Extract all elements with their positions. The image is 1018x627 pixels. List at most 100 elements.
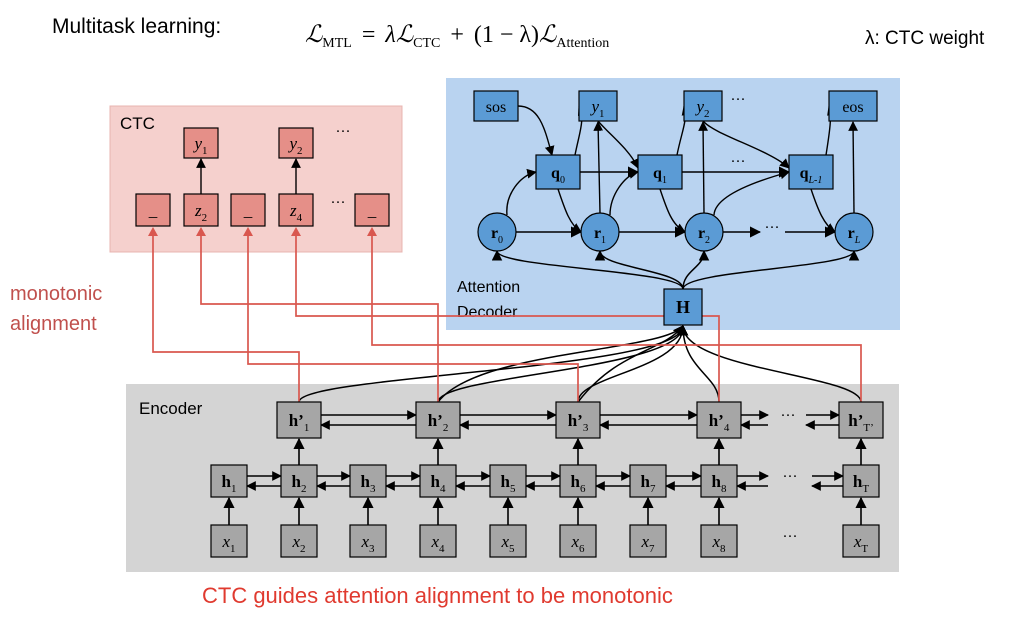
encoder-hprime-node [838,401,884,439]
hprime-ellipsis: ··· [781,408,796,424]
input-x-node [210,524,248,558]
ctc-symbol-node [183,193,219,227]
hprime-to-H-arrow [577,324,689,403]
encoder-hprime-node [555,401,601,439]
encoder-h-node [210,464,248,498]
decoder-q-text: qL-1 [800,165,823,186]
eq-op-eq: = [362,22,376,48]
decoder-r-text: r1 [594,225,606,246]
input-x-node [280,524,318,558]
encoder-hprime-node [276,401,322,439]
hprime-to-H-arrow [677,324,720,403]
r-to-y-arrow [698,121,708,214]
eq-op-plus: + [450,22,464,48]
q-to-r-arrow [659,188,686,233]
encoder-h-text: h7 [641,472,656,495]
q-ellipsis: ··· [731,154,746,170]
encoder-hprime-text: h’4 [709,411,730,434]
encoder-h-text: h2 [292,472,307,495]
eq-att-main: ℒ [539,22,557,48]
hprime-to-H-arrow [677,324,862,403]
ctc-guide-arrowhead [367,227,377,236]
decoder-q-node [788,154,834,190]
ctc-symbol-text: _ [243,201,253,220]
encoder-h-text: h6 [571,472,586,495]
input-x-node [629,524,667,558]
r-ellipsis: ··· [765,220,780,236]
input-x-text: x1 [221,532,235,555]
H-node [663,288,703,326]
ctc-symbol-text: z4 [289,201,303,224]
encoder-hprime-text: h’1 [289,411,310,434]
encoder-h-node [419,464,457,498]
encoder-h-text: h5 [501,472,516,495]
encoder-h-node [629,464,667,498]
ctc-guide-line [247,232,579,402]
encoder-hprime-text: h’2 [428,411,449,434]
eq-att-sub: Attention [556,36,609,51]
attention-decoder-panel [446,78,900,330]
input-x-text: x4 [430,532,445,555]
input-x-node [349,524,387,558]
H-to-r-arrow [682,249,710,290]
eq-ctc-main: ℒ [396,22,414,48]
ctc-guide-arrowhead [148,227,158,236]
title-label: Multitask learning: [52,15,221,38]
encoder-h-node [559,464,597,498]
attention-label-line2: Decoder [457,304,518,321]
input-x-text: x8 [711,532,726,555]
ctc-symbol-ellipsis: ··· [331,195,346,211]
ctc-guide-line [295,232,720,402]
hprime-to-H-arrow [437,324,689,403]
ctc-guide-arrowhead [291,227,301,236]
eq-ctc-sub: CTC [413,36,440,51]
decoder-r-node [684,212,724,252]
caption: CTC guides attention alignment to be mon… [202,583,673,608]
ctc-guide-line [371,232,862,402]
decoder-r-node [477,212,517,252]
eq-lhs-main: ℒ [305,22,323,48]
input-x-text: xT [853,532,869,555]
ctc-symbol-text: _ [367,201,377,220]
r-to-q-arrow [713,169,790,216]
H-text: H [676,297,690,317]
encoder-hprime-text: h’T’ [848,411,874,434]
encoder-h-text: h3 [361,472,376,495]
encoder-h-text: h1 [222,472,237,495]
input-x-node [700,524,738,558]
sos-to-q-arrow [517,105,555,156]
ctc-y-text: y1 [192,134,207,157]
decoder-r-node [580,212,620,252]
decoder-r-node [834,212,874,252]
ctc-symbol-node [230,193,266,227]
input-x-node [842,524,880,558]
input-x-text: x6 [570,532,585,555]
encoder-h-node [489,464,527,498]
encoder-h-text: h4 [431,472,446,495]
encoder-hprime-node [696,401,742,439]
eos-text: eos [842,99,863,116]
svg-text:ℒMTL=λℒCTC+(1 − λ)ℒAttention: ℒMTL=λℒCTC+(1 − λ)ℒAttention [305,22,609,51]
encoder-h-node [349,464,387,498]
input-x-node [419,524,457,558]
encoder-hprime-text: h’3 [568,411,589,434]
r-to-eos-arrow [848,121,858,214]
sos-text: sos [486,99,506,116]
decoder-q-node [637,154,683,190]
decoder-r-text: r0 [491,225,503,246]
ctc-y-node [183,127,219,159]
monotonic-label-line1: monotonic [10,283,102,305]
eq-lambda: λ [384,22,395,48]
monotonic-label-line2: alignment [10,313,97,335]
decoder-y-node [578,90,618,122]
input-x-text: x2 [291,532,305,555]
hprime-to-H-arrow [437,325,684,403]
H-to-r-arrow [594,249,684,290]
mtl-equation: ℒMTL=λℒCTC+(1 − λ)ℒAttention [305,22,609,51]
input-x-text: x5 [500,532,515,555]
ctc-symbol-node [135,193,171,227]
hprime-to-H-arrow [577,325,684,403]
q-to-r-arrow [810,188,836,233]
input-x-text: x7 [640,532,655,555]
